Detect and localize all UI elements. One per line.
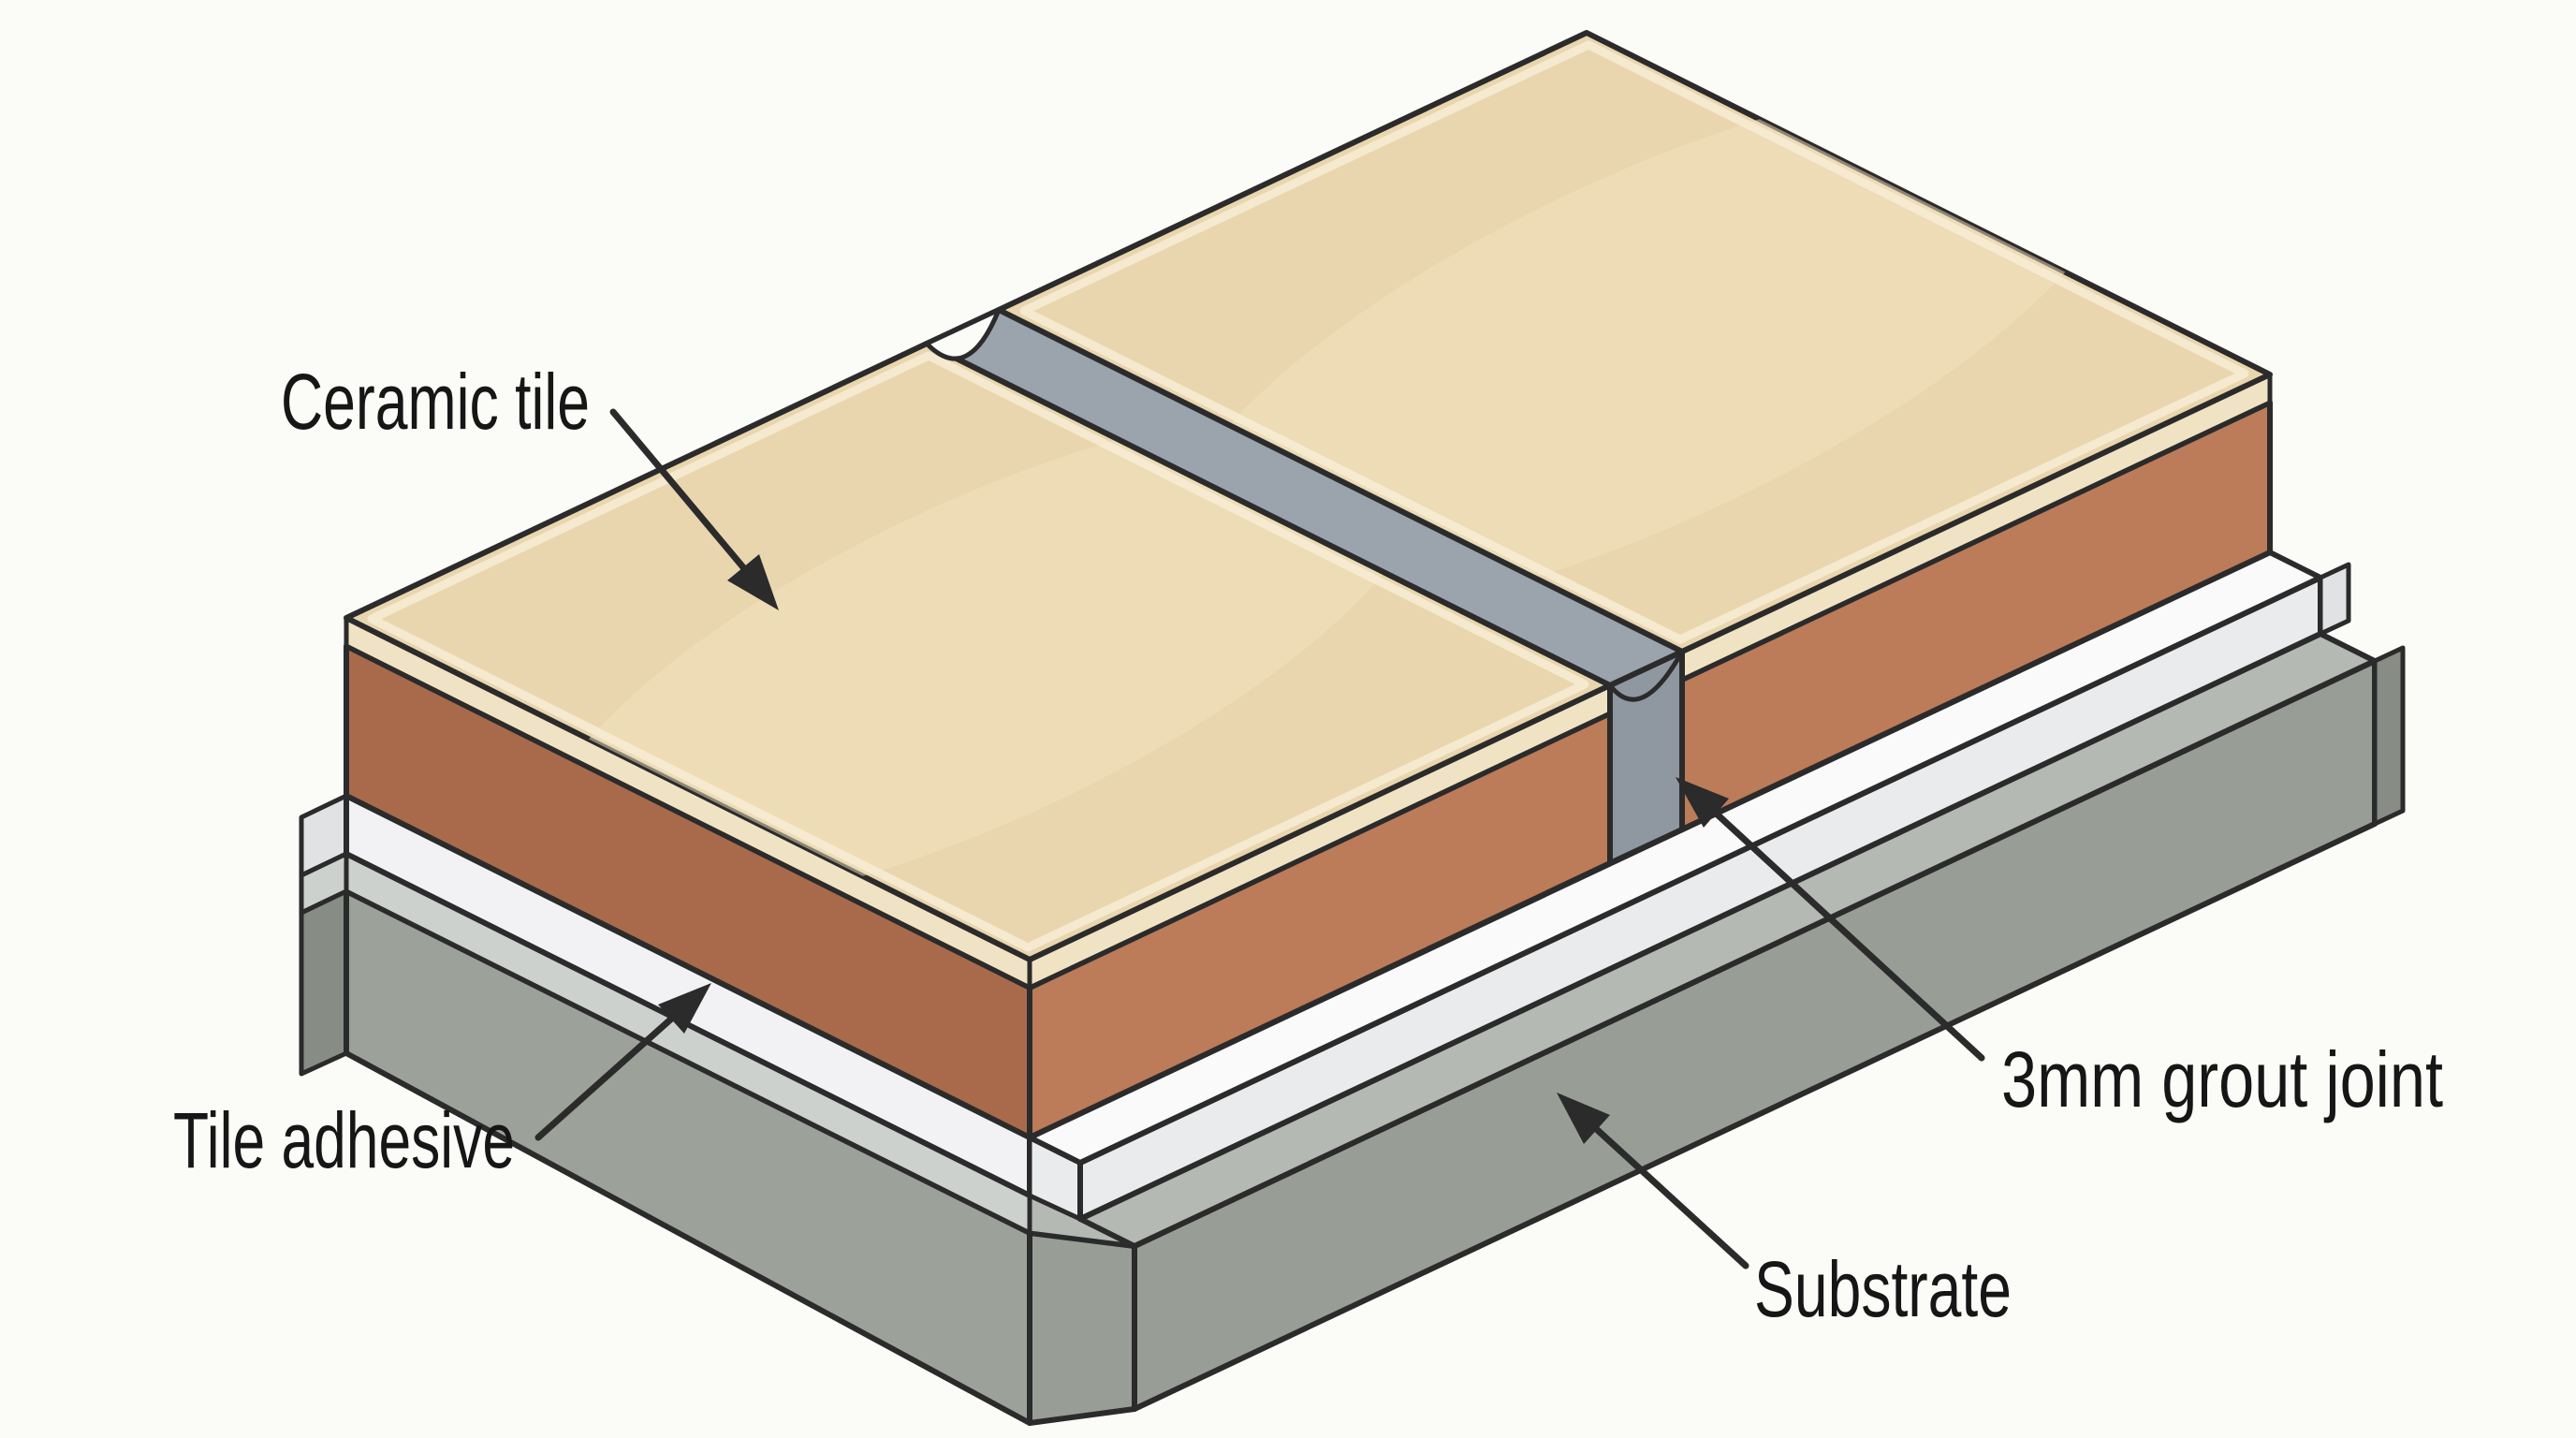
- tile-adhesive-arrow: [534, 1010, 681, 1141]
- grout-joint-arrowhead: [1676, 777, 1729, 828]
- substrate-label: Substrate: [1754, 1245, 2012, 1333]
- substrate-arrow: [1588, 1121, 1749, 1269]
- left-tile-bevel-highlight: [367, 351, 1589, 952]
- right-tile-sheen: [1166, 76, 2129, 621]
- grout-joint-label: 3mm grout joint: [2001, 1035, 2443, 1123]
- adhesive-east-cap: [2318, 562, 2351, 637]
- grout-back-notch: [924, 307, 1002, 361]
- ceramic-tile-arrow: [609, 408, 752, 577]
- grout-tooled-dip: [1607, 649, 1685, 702]
- ceramic-tile-label: Ceramic tile: [281, 358, 590, 446]
- right-tile-bevel-highlight: [1019, 40, 2249, 644]
- left-tile-sheen: [536, 408, 1429, 912]
- ceramic-tile-arrowhead: [727, 554, 779, 610]
- substrate-east-cap: [2372, 645, 2406, 827]
- grout-joint-arrow: [1706, 804, 1985, 1062]
- substrate-west-cap: [299, 888, 349, 1077]
- substrate-arrowhead: [1557, 1093, 1610, 1144]
- tile-adhesive-label: Tile adhesive: [173, 1096, 515, 1184]
- substrate-corner-face: [1027, 1230, 1137, 1426]
- tile-adhesive-arrowhead: [658, 983, 711, 1034]
